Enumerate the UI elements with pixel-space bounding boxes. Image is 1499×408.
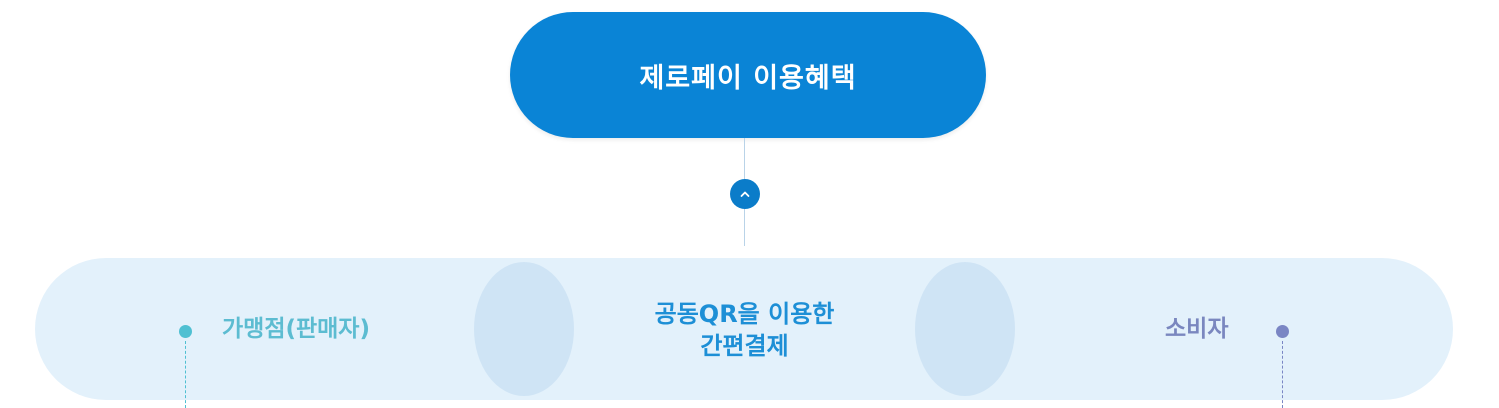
benefits-title-pill: 제로페이 이용혜택 (510, 12, 986, 138)
seller-label: 가맹점(판매자) (222, 316, 370, 342)
overlap-lens-right (915, 262, 1015, 396)
seller-dashed-line (185, 341, 186, 408)
center-payment-label: 공동QR을 이용한 간편결제 (574, 298, 915, 362)
overlap-lens-left (474, 262, 574, 396)
payment-flow-band (35, 258, 1453, 400)
chevron-up-icon (740, 191, 750, 197)
center-label-line-1: 공동QR을 이용한 (654, 300, 835, 328)
consumer-label: 소비자 (1165, 316, 1229, 342)
collapse-toggle-button[interactable] (730, 179, 760, 209)
seller-marker-dot (179, 325, 192, 338)
benefits-title: 제로페이 이용혜택 (639, 62, 857, 94)
consumer-dashed-line (1282, 341, 1283, 408)
consumer-marker-dot (1276, 325, 1289, 338)
center-label-line-2: 간편결제 (700, 332, 789, 360)
